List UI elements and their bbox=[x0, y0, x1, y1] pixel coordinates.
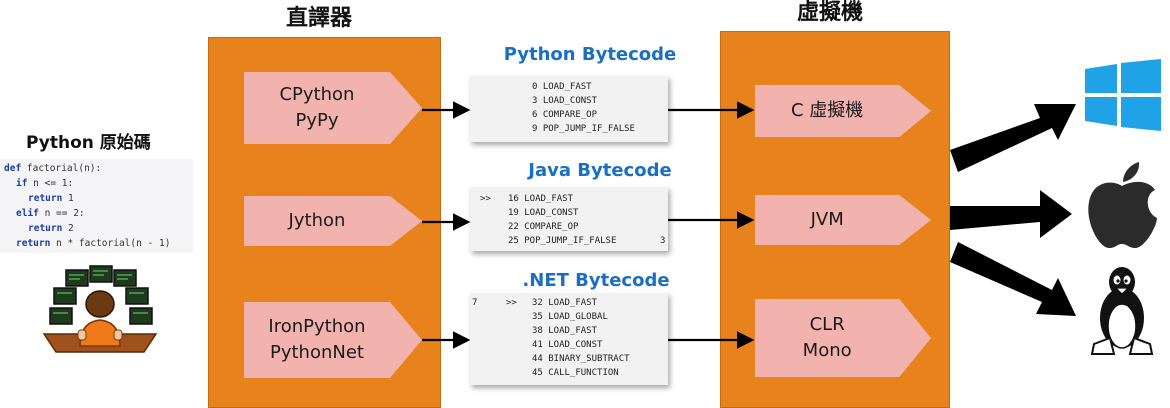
source-line: def factorial(n): bbox=[4, 163, 102, 174]
bytecode-suffix: 3 bbox=[660, 236, 666, 246]
interpreter-label: Jython bbox=[288, 210, 346, 231]
interpreter-label: IronPython bbox=[268, 316, 366, 337]
bytecode-line: 22 COMPARE_OP bbox=[508, 222, 579, 232]
bytecode-line: 16 LOAD_FAST bbox=[508, 194, 574, 204]
interpreter-column-title: 直譯器 bbox=[286, 6, 353, 31]
source-line: return 1 bbox=[28, 193, 74, 204]
apple-icon bbox=[1088, 162, 1157, 248]
bytecode-line: 0 LOAD_FAST bbox=[532, 82, 592, 92]
interpreter-label: PythonNet bbox=[269, 342, 364, 363]
bytecode-line: 32 LOAD_FAST bbox=[532, 298, 598, 308]
bytecode-line: 3 LOAD_CONST bbox=[532, 96, 598, 106]
vm-label: Mono bbox=[802, 340, 852, 361]
big-arrow-to-windows bbox=[950, 104, 1076, 172]
java-bytecode-panel: >> 16 LOAD_FAST 19 LOAD_CONST 22 COMPARE… bbox=[470, 187, 668, 251]
vm-c: C 虛擬機 bbox=[755, 85, 931, 137]
source-line: return n * factorial(n - 1) bbox=[16, 238, 171, 249]
bytecode-prefix: >> bbox=[506, 298, 517, 308]
source-line: elif n == 2: bbox=[16, 208, 85, 219]
interpreter-label: PyPy bbox=[295, 110, 339, 131]
source-title: Python 原始碼 bbox=[26, 133, 151, 153]
vm-column-title: 虛擬機 bbox=[797, 0, 864, 25]
bytecode-line: 45 CALL_FUNCTION bbox=[532, 368, 619, 378]
python-bytecode-title: Python Bytecode bbox=[503, 44, 677, 65]
bytecode-line: 25 POP_JUMP_IF_FALSE bbox=[508, 236, 617, 246]
bytecode-prefix: >> bbox=[480, 194, 491, 204]
dotnet-bytecode-panel: 7 >> 32 LOAD_FAST 35 LOAD_GLOBAL 38 LOAD… bbox=[470, 293, 668, 385]
dotnet-bytecode-title: .NET Bytecode bbox=[522, 270, 670, 291]
big-arrow-to-apple bbox=[950, 190, 1072, 238]
vm-clr: CLR Mono bbox=[755, 299, 931, 377]
bytecode-line: 44 BINARY_SUBTRACT bbox=[532, 354, 630, 364]
interpreter-jython: Jython bbox=[244, 196, 422, 246]
bytecode-line: 41 LOAD_CONST bbox=[532, 340, 603, 350]
java-bytecode-title: Java Bytecode bbox=[528, 160, 672, 181]
windows-icon bbox=[1085, 59, 1161, 131]
source-line: return 2 bbox=[28, 223, 74, 234]
vm-jvm: JVM bbox=[755, 195, 931, 245]
vm-label: JVM bbox=[810, 209, 844, 230]
vm-label: CLR bbox=[809, 314, 845, 335]
bytecode-line: 9 POP_JUMP_IF_FALSE bbox=[532, 124, 635, 134]
vm-label: C 虛擬機 bbox=[791, 100, 864, 121]
bytecode-line: 19 LOAD_CONST bbox=[508, 208, 579, 218]
bytecode-line: 6 COMPARE_OP bbox=[532, 110, 598, 120]
interpreter-label: CPython bbox=[279, 84, 355, 105]
source-code-block: def factorial(n): if n <= 1: return 1 el… bbox=[0, 159, 193, 253]
linux-tux-icon bbox=[1090, 267, 1154, 355]
bytecode-line: 38 LOAD_FAST bbox=[532, 326, 598, 336]
source-line: if n <= 1: bbox=[16, 178, 74, 189]
bytecode-prefix-number: 7 bbox=[472, 298, 478, 308]
programmer-illustration-icon bbox=[42, 265, 158, 353]
big-arrow-to-linux bbox=[950, 242, 1076, 316]
bytecode-line: 35 LOAD_GLOBAL bbox=[532, 312, 608, 322]
python-bytecode-panel: 0 LOAD_FAST 3 LOAD_CONST 6 COMPARE_OP 9 … bbox=[470, 76, 668, 142]
